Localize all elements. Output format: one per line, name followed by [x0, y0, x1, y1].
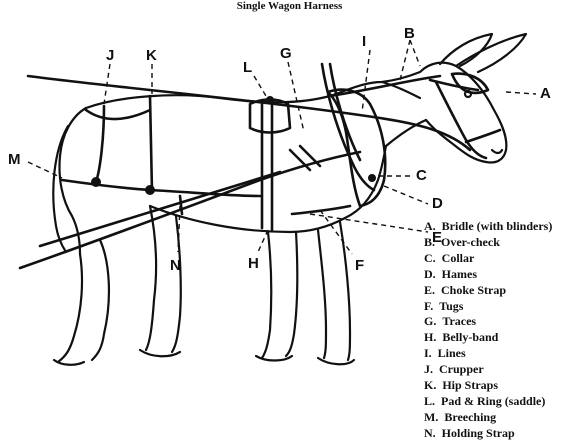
callout-b: B [404, 26, 415, 42]
bridle-nose [466, 130, 500, 142]
leader-d [384, 186, 428, 204]
leader-m [28, 162, 62, 178]
legend-item: M. Breeching [424, 410, 552, 426]
callout-i: I [362, 34, 366, 50]
legend-item: A. Bridle (with blinders) [424, 219, 552, 235]
mule-hind-leg-front [146, 206, 156, 350]
legend-item: G. Traces [424, 314, 552, 330]
legend-code: I. [424, 346, 432, 362]
mule-fore-leg-front [318, 230, 326, 358]
legend-code: K. [424, 378, 436, 394]
leader-e [310, 214, 428, 232]
legend-label: Choke Strap [441, 283, 506, 297]
saddle-ring [266, 96, 274, 104]
parts-legend: A. Bridle (with blinders) B. Over-check … [424, 219, 552, 442]
legend-code: L. [424, 394, 435, 410]
legend-code: A. [424, 219, 436, 235]
tugs [290, 146, 320, 170]
breeching-ring [91, 177, 101, 187]
mule-hind-leg-rear-back [92, 240, 109, 360]
mule-hind-leg-front-back [172, 216, 181, 352]
legend-label: Lines [438, 346, 466, 360]
mule-fore-leg-front-2 [340, 222, 350, 360]
legend-label: Traces [442, 314, 476, 328]
legend-item: F. Tugs [424, 299, 552, 315]
legend-code: E. [424, 283, 435, 299]
mule-fore-leg-back-2 [286, 232, 297, 356]
hip-strap-k [150, 96, 152, 192]
legend-item: I. Lines [424, 346, 552, 362]
legend-code: C. [424, 251, 436, 267]
legend-code: H. [424, 330, 436, 346]
legend-item: L. Pad & Ring (saddle) [424, 394, 552, 410]
mule-fore-leg-back [262, 232, 271, 358]
legend-label: Tugs [439, 299, 463, 313]
collar [328, 90, 385, 206]
callout-f: F [355, 258, 364, 274]
legend-item: B. Over-check [424, 235, 552, 251]
mule-nostril [492, 150, 502, 153]
callout-m: M [8, 152, 21, 168]
legend-code: F. [424, 299, 433, 315]
legend-item: D. Hames [424, 267, 552, 283]
callout-d: D [432, 196, 443, 212]
callout-k: K [146, 48, 157, 64]
callout-a: A [540, 86, 551, 102]
legend-label: Hames [442, 267, 477, 281]
legend-label: Pad & Ring (saddle) [441, 394, 545, 408]
callout-n: N [170, 258, 181, 274]
legend-label: Hip Straps [442, 378, 498, 392]
legend-code: G. [424, 314, 436, 330]
mule-hind-leg-rear [58, 254, 82, 362]
legend-label: Bridle (with blinders) [442, 219, 553, 233]
legend-item: J. Crupper [424, 362, 552, 378]
legend-item: E. Choke Strap [424, 283, 552, 299]
legend-label: Belly-band [442, 330, 498, 344]
hames-ring [368, 174, 376, 182]
leader-a [506, 92, 536, 94]
legend-code: M. [424, 410, 438, 426]
holding-strap [180, 196, 182, 214]
over-check-strap [330, 76, 440, 96]
legend-label: Collar [442, 251, 475, 265]
legend-label: Over-check [441, 235, 500, 249]
legend-item: K. Hip Straps [424, 378, 552, 394]
legend-code: D. [424, 267, 436, 283]
legend-code: N. [424, 426, 436, 442]
callout-l: L [243, 60, 252, 76]
legend-label: Breeching [444, 410, 496, 424]
callout-c: C [416, 168, 427, 184]
choke-strap [292, 206, 350, 214]
callout-g: G [280, 46, 292, 62]
legend-label: Holding Strap [442, 426, 515, 440]
legend-code: J. [424, 362, 433, 378]
crupper-strap [86, 110, 150, 119]
leader-l [254, 76, 266, 96]
legend-code: B. [424, 235, 435, 251]
callout-h: H [248, 256, 259, 272]
legend-item: C. Collar [424, 251, 552, 267]
callout-j: J [106, 48, 114, 64]
hip-ring [145, 185, 155, 195]
legend-label: Crupper [439, 362, 484, 376]
legend-item: N. Holding Strap [424, 426, 552, 442]
legend-item: H. Belly-band [424, 330, 552, 346]
mule-ear-right [456, 34, 526, 72]
leader-h [258, 230, 268, 252]
